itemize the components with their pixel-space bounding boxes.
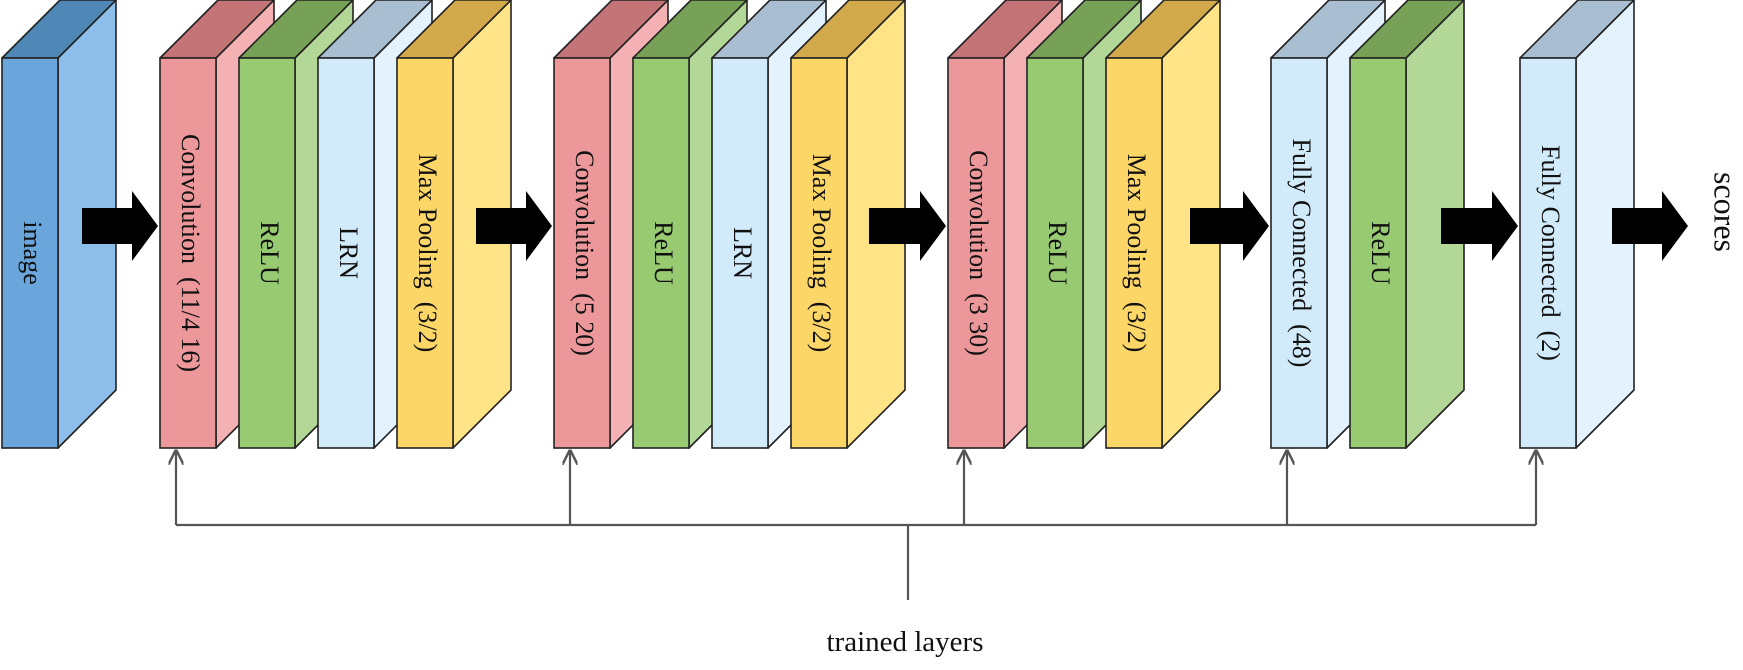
- layer-label: ReLU: [255, 221, 284, 285]
- layer-front-face: [1270, 57, 1328, 449]
- layer-front-face: [632, 57, 690, 449]
- layer-label: Max Pooling (3/2): [413, 154, 442, 353]
- layer-fc2: Fully Connected (2): [1519, 0, 1635, 449]
- layer-front-face: [238, 57, 296, 449]
- layer-front-face: [396, 57, 454, 449]
- layer-label: LRN: [728, 227, 757, 279]
- layer-front-face: [1026, 57, 1084, 449]
- layer-label: ReLU: [1366, 221, 1395, 285]
- trained-layers-label: trained layers: [826, 626, 983, 658]
- layer-front-face: [790, 57, 848, 449]
- layer-label: ReLU: [1043, 221, 1072, 285]
- layer-blocks: image Convolution (11/4 16) ReLU LRN Max Poo…: [1, 0, 1635, 449]
- layer-label: Fully Connected (2): [1536, 145, 1565, 361]
- layer-front-face: [553, 57, 611, 449]
- layer-label: Convolution (3 30): [964, 150, 993, 356]
- layer-front-face: [1519, 57, 1577, 449]
- layer-label: LRN: [334, 227, 363, 279]
- layer-label: image: [18, 221, 47, 285]
- layer-front-face: [1105, 57, 1163, 449]
- flow-arrows: [82, 191, 1688, 261]
- flow-arrow-4: [1190, 191, 1269, 261]
- layer-front-face: [1349, 57, 1407, 449]
- layer-label: Max Pooling (3/2): [1122, 154, 1151, 353]
- flow-arrow-3: [869, 191, 946, 261]
- flow-arrow-1: [82, 191, 158, 261]
- layer-front-face: [317, 57, 375, 449]
- trained-layers-connector: [176, 451, 1536, 600]
- layer-label: Max Pooling (3/2): [807, 154, 836, 353]
- layer-front-face: [159, 57, 217, 449]
- layer-label: ReLU: [649, 221, 678, 285]
- layer-relu4: ReLU: [1349, 0, 1465, 449]
- layer-front-face: [1, 57, 59, 449]
- output-label-scores: scores: [1708, 172, 1743, 252]
- layer-label: Convolution (5 20): [570, 150, 599, 356]
- flow-arrow-6: [1612, 191, 1688, 261]
- flow-arrow-2: [476, 191, 552, 261]
- flow-arrow-5: [1441, 191, 1518, 261]
- layer-front-face: [947, 57, 1005, 449]
- layer-front-face: [711, 57, 769, 449]
- layer-image: image: [1, 0, 117, 449]
- layer-label: Convolution (11/4 16): [176, 134, 205, 372]
- layer-label: Fully Connected (48): [1287, 139, 1316, 368]
